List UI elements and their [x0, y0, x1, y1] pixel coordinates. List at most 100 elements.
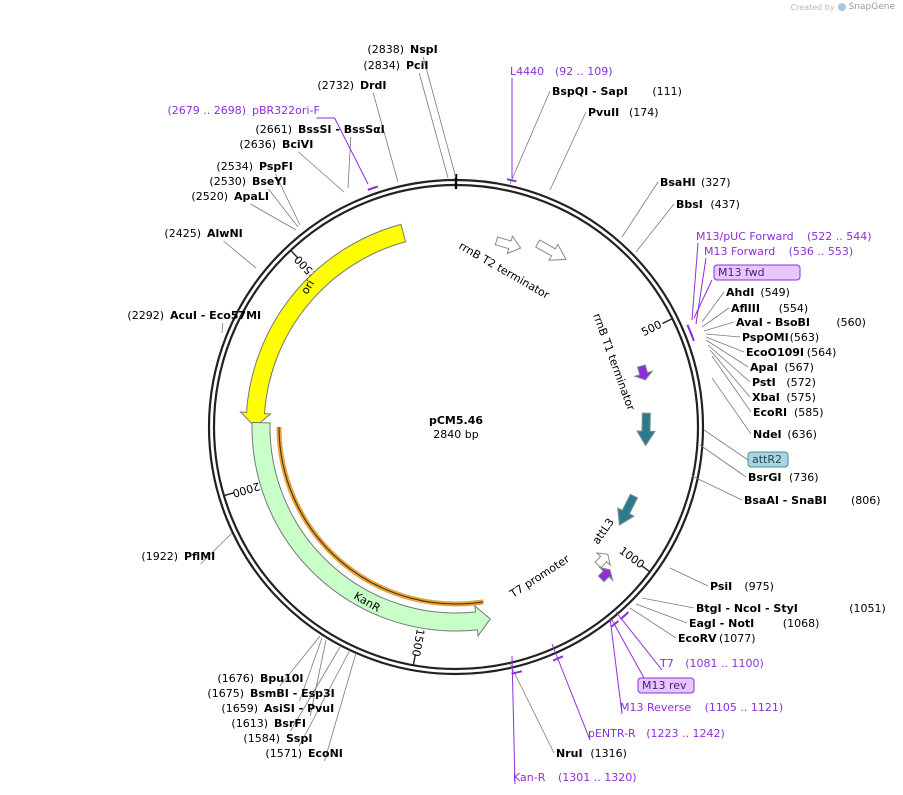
primer-site-l4440 [506, 178, 517, 183]
tick-label-500: 500 [639, 318, 664, 339]
primer-site-t7 [619, 611, 630, 620]
primer-m13-puc-forward[interactable]: M13/pUC Forward [696, 230, 794, 243]
enzyme-ecorv[interactable]: EcoRV [678, 632, 717, 645]
primer-m13-reverse[interactable]: M13 Reverse [620, 701, 691, 714]
leader-psti [707, 344, 751, 383]
enzyme-pflmi[interactable]: PflMI [184, 550, 215, 563]
leader-afliii [701, 307, 730, 328]
primer-l4440[interactable]: L4440 [510, 65, 544, 78]
enzyme-bsssi-bsss-i[interactable]: BssSI - BssSαI [298, 123, 385, 136]
backbone-outer-strand [207, 178, 705, 676]
primer-range-m13-reverse: (1105 .. 1121) [705, 701, 784, 714]
primer-kan-r[interactable]: Kan-R [513, 771, 546, 784]
primer-range-kan-r: (1301 .. 1320) [558, 771, 637, 784]
enzyme-bspqi-sapi[interactable]: BspQI - SapI [552, 85, 628, 98]
primer-range-l4440: (92 .. 109) [555, 65, 613, 78]
ori-feature-arrow [239, 223, 407, 428]
enzyme-apali[interactable]: ApaLI [234, 190, 269, 203]
enzyme-bbsi[interactable]: BbsI [676, 198, 703, 211]
boxed-label-m13-rev[interactable]: M13 rev [642, 679, 687, 692]
enzyme-pspomi[interactable]: PspOMI [742, 331, 789, 344]
enzyme-bcivi[interactable]: BciVI [282, 138, 313, 151]
primer-site-pbr322ori-f [367, 185, 379, 191]
boxed-label-m13-fwd[interactable]: M13 fwd [718, 266, 765, 279]
leader-pvuii [549, 111, 587, 191]
enzyme-coord-acui-eco57mi: (2292) [127, 309, 164, 322]
enzyme-nrui[interactable]: NruI [556, 747, 583, 760]
enzyme-xbai[interactable]: XbaI [752, 391, 780, 404]
enzyme-ahdi[interactable]: AhdI [726, 286, 754, 299]
leader-bsssi-bsss-i [347, 136, 352, 189]
enzyme-btgi-ncoi-styi[interactable]: BtgI - NcoI - StyI [696, 602, 798, 615]
enzyme-psii[interactable]: PsiI [710, 580, 732, 593]
enzyme-coord-apai: (567) [784, 361, 814, 374]
rrnb-t2-label: rrnB T2 terminator [457, 239, 553, 302]
primer-t7[interactable]: T7 [659, 657, 674, 670]
box-m13-rev [637, 677, 695, 694]
primer-range-m13-forward: (536 .. 553) [789, 245, 854, 258]
t7-promoter-label: T7 promoter [507, 552, 573, 601]
primer-leader-m13-puc-forward [691, 242, 699, 321]
boxed-label-attr2[interactable]: attR2 [752, 453, 782, 466]
enzyme-coord-pspomi: (563) [790, 331, 820, 344]
enzyme-ndei[interactable]: NdeI [753, 428, 782, 441]
enzyme-bsahi[interactable]: BsaHI [660, 176, 696, 189]
leader-ecori [711, 355, 752, 413]
leader-pcii [418, 72, 449, 179]
enzyme-drdi[interactable]: DrdI [360, 79, 387, 92]
kanr-orf-line [278, 426, 484, 605]
attl3-arrow [617, 493, 639, 526]
enzyme-apai[interactable]: ApaI [750, 361, 778, 374]
primer-site-m13-reverse [610, 620, 620, 628]
enzyme-ecori[interactable]: EcoRI [753, 406, 787, 419]
primer-pentr-r[interactable]: pENTR-R [588, 727, 636, 740]
leader-btgi-ncoi-styi [641, 597, 695, 609]
enzyme-alwni[interactable]: AlwNI [207, 227, 243, 240]
enzyme-coord-psii: (975) [744, 580, 774, 593]
enzyme-sspi[interactable]: SspI [286, 732, 312, 745]
enzyme-bsrfi[interactable]: BsrFI [274, 717, 306, 730]
enzyme-psti[interactable]: PstI [752, 376, 776, 389]
primer-leader-kan-r [511, 655, 516, 785]
kanr-feature-arrow [251, 421, 492, 638]
enzyme-ecoo109i[interactable]: EcoO109I [746, 346, 804, 359]
enzyme-asisi-pvui[interactable]: AsiSI - PvuI [264, 702, 334, 715]
enzyme-coord-nrui: (1316) [590, 747, 627, 760]
leader-bpu10i [279, 635, 321, 687]
enzyme-bsrgi[interactable]: BsrGI [748, 471, 781, 484]
enzyme-avai-bsobi[interactable]: AvaI - BsoBI [736, 316, 810, 329]
m13-rev-arrow [597, 566, 614, 583]
primer-pbr322ori-f[interactable]: pBR322ori-F [252, 104, 320, 117]
enzyme-bsaai-snabi[interactable]: BsaAI - SnaBI [744, 494, 827, 507]
enzyme-econi[interactable]: EcoNI [308, 747, 343, 760]
enzyme-coord-sspi: (1584) [243, 732, 280, 745]
leader-psii [669, 567, 709, 587]
tick-label-1000: 1000 [617, 544, 647, 571]
enzyme-afliii[interactable]: AflIII [731, 302, 760, 315]
leader-apali [250, 203, 297, 231]
enzyme-pcii[interactable]: PciI [406, 59, 428, 72]
leader-bcivi [298, 151, 345, 193]
enzyme-bsmbi-esp3i[interactable]: BsmBI - Esp3I [250, 687, 335, 700]
enzyme-bseyi[interactable]: BseYI [252, 175, 286, 188]
attl3-label: attL3 [590, 516, 617, 547]
primer-m13-forward[interactable]: M13 Forward [704, 245, 775, 258]
enzyme-coord-btgi-ncoi-styi: (1051) [849, 602, 886, 615]
snapgene-credit: Created by SnapGene [791, 2, 895, 12]
m13-fwd-box-leader [693, 279, 713, 319]
primer-range-m13-puc-forward: (522 .. 544) [807, 230, 872, 243]
credit-brand: SnapGene [848, 2, 895, 12]
site-labels[interactable]: NspI(2838)PciI(2834)DrdI(2732)BssSI - Bs… [127, 43, 885, 784]
leader-ecoo109i [705, 336, 745, 353]
enzyme-nspi[interactable]: NspI [410, 43, 438, 56]
enzyme-bpu10i[interactable]: Bpu10I [260, 672, 304, 685]
tick-1000 [640, 564, 651, 573]
enzyme-coord-bpu10i: (1676) [217, 672, 254, 685]
enzyme-pvuii[interactable]: PvuII [588, 106, 619, 119]
attr2-box-leader [703, 429, 749, 461]
enzyme-pspfi[interactable]: PspFI [259, 160, 293, 173]
enzyme-coord-econi: (1571) [265, 747, 302, 760]
enzyme-eagi-noti[interactable]: EagI - NotI [689, 617, 754, 630]
enzyme-acui-eco57mi[interactable]: AcuI - Eco57MI [170, 309, 261, 322]
enzyme-coord-nspi: (2838) [367, 43, 404, 56]
